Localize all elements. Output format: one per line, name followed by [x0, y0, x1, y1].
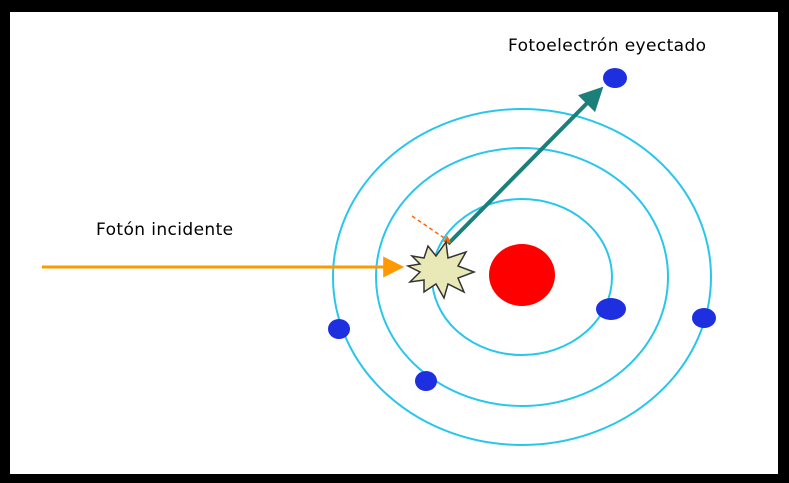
- electron: [328, 319, 350, 339]
- ejected-electron-arrow: [446, 86, 604, 246]
- incident-photon-label: Fotón incidente: [96, 220, 234, 240]
- frame-left: [0, 0, 10, 483]
- ejected-electron: [603, 68, 627, 88]
- dashed-hint-arrow: [411, 215, 452, 243]
- nucleus: [489, 244, 555, 306]
- orbit-outer: [332, 108, 712, 446]
- orbit-middle: [375, 147, 669, 407]
- collision-burst-icon: [405, 240, 477, 300]
- ejected-photoelectron-label: Fotoelectrón eyectado: [508, 36, 707, 56]
- electron: [596, 298, 626, 320]
- frame-bottom: [0, 474, 789, 483]
- frame-top: [0, 0, 789, 12]
- frame-right: [778, 0, 789, 483]
- electron: [415, 371, 437, 391]
- electron: [692, 308, 716, 328]
